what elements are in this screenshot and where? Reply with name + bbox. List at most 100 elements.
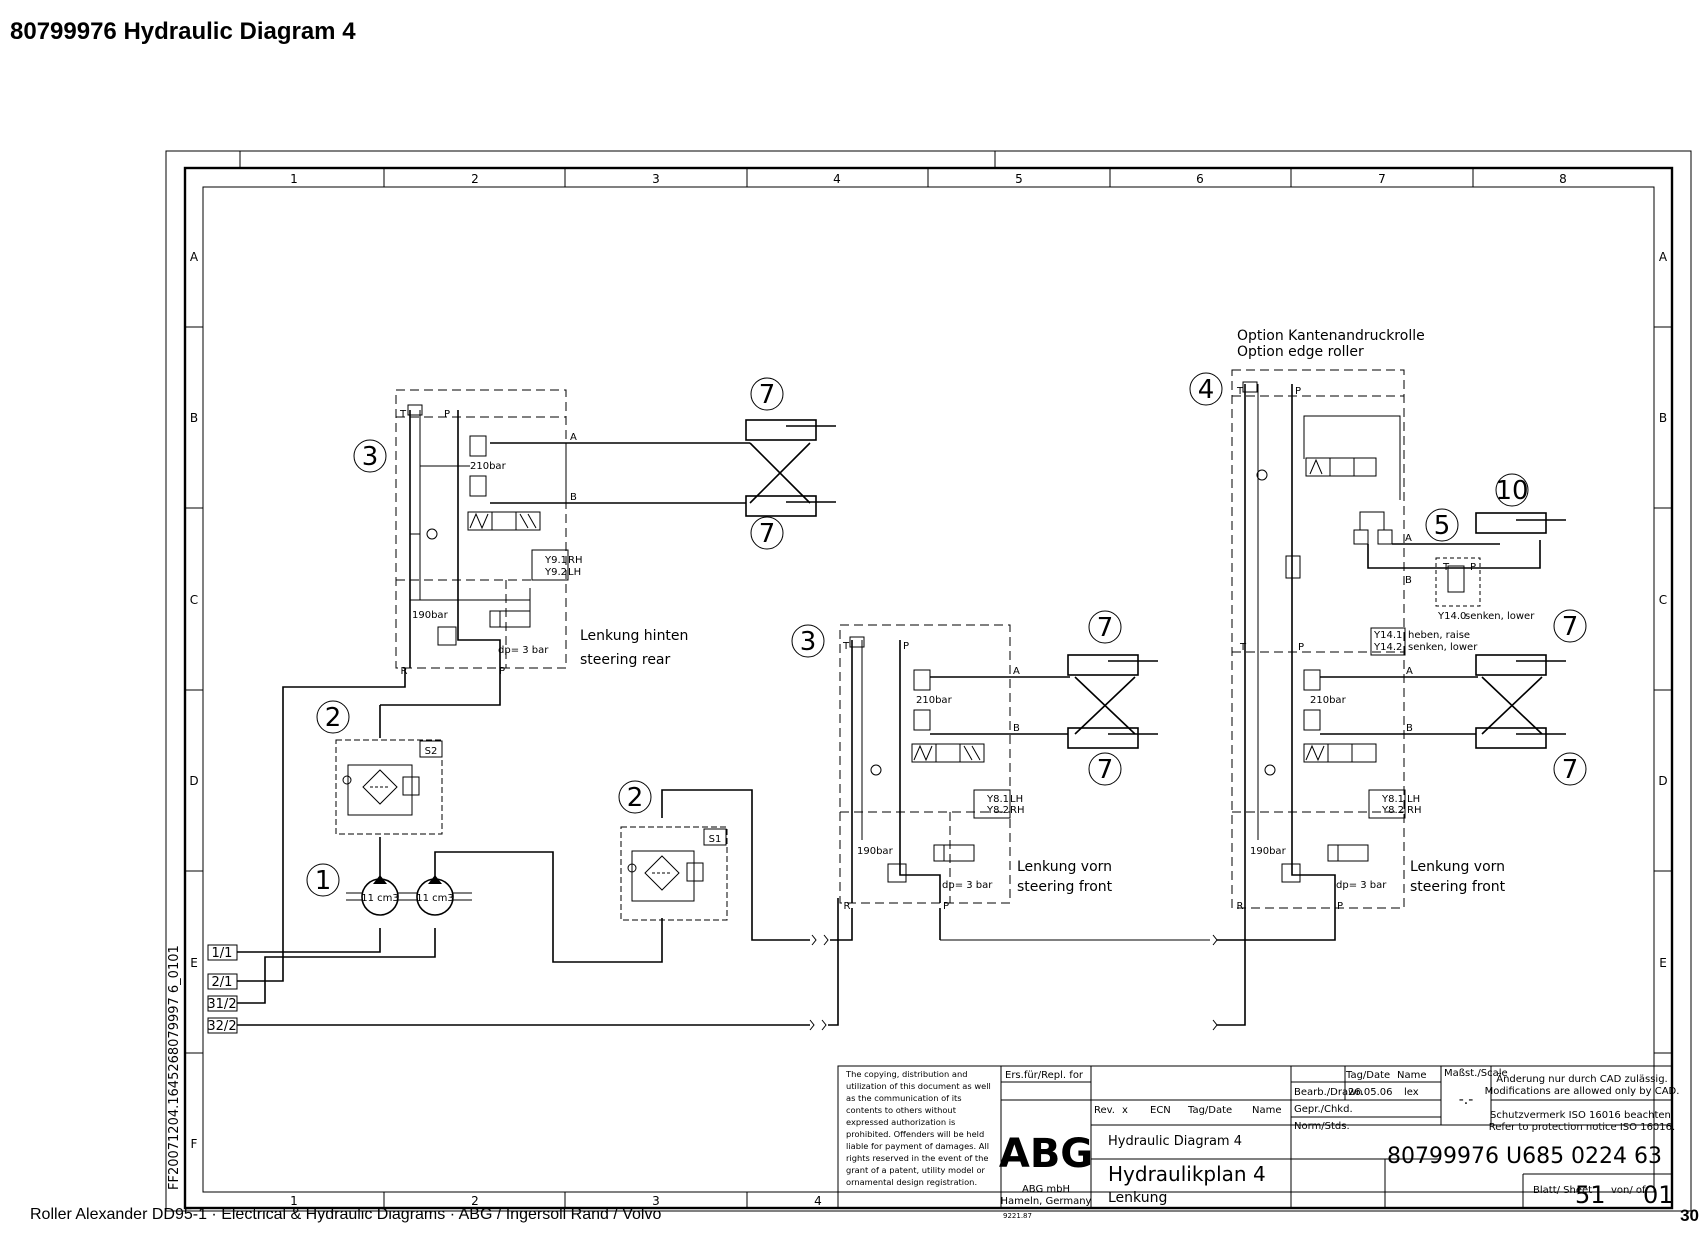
solenoid-text: heben, raise (1408, 630, 1470, 641)
filter-s1: 2 S1 (618, 780, 728, 921)
filter-s2: 2 S2 (316, 700, 443, 835)
connector-tags: 1/1 2/1 31/2 32/2 (207, 944, 238, 1034)
valve-label-de: Lenkung hinten (580, 628, 688, 644)
grid-row-label: D (189, 774, 198, 788)
filter-tag: S2 (425, 746, 438, 757)
port-label: P (1470, 562, 1476, 573)
filter-tag: S1 (709, 834, 722, 845)
rev-header: Rev. (1094, 1105, 1115, 1116)
port-label: P (903, 641, 909, 652)
component-number: 7 (759, 380, 776, 410)
sheet-value: 51 (1575, 1181, 1606, 1209)
valve-label-de: Lenkung vorn (1410, 859, 1505, 875)
scale-header: Maßst./Scale (1444, 1068, 1508, 1079)
solenoid-label: Y8.1 (1381, 794, 1404, 805)
option-label-en: Option edge roller (1237, 344, 1364, 360)
connector-label: 2/1 (212, 975, 233, 990)
grid-col-label: 2 (471, 172, 479, 186)
checked-label: Gepr./Chkd. (1294, 1104, 1353, 1115)
solenoid-label: Y9.2 (544, 567, 567, 578)
norm-label: Norm/Stds. (1294, 1121, 1350, 1132)
grid-col-label: 7 (1378, 172, 1386, 186)
grid-row-label: F (191, 1137, 198, 1151)
component-number: 3 (800, 627, 817, 657)
company-logo: ABG (999, 1131, 1093, 1177)
solenoid-label: Y14.1 (1373, 630, 1402, 641)
port-label: B (570, 492, 577, 503)
port-label: A (1406, 666, 1413, 677)
valve-label-en: steering front (1017, 879, 1113, 895)
solenoid-label: Y14.2 (1373, 642, 1402, 653)
grid-col-label: 4 (814, 1194, 822, 1208)
front-cylinders: 7 7 (1067, 610, 1158, 786)
relief-pressure: 210bar (916, 695, 953, 706)
date-header: Tag/Date (1345, 1070, 1390, 1081)
grid-col-label: 1 (290, 1194, 298, 1208)
drawing-subtitle: Lenkung (1108, 1190, 1167, 1206)
option-valve-block: Option Kantenandruckrolle Option edge ro… (1189, 328, 1566, 912)
component-number: 4 (1198, 375, 1215, 405)
port-label: P (499, 666, 505, 677)
component-number: 7 (1562, 612, 1579, 642)
pump-displacement: 11 cm3 (416, 893, 454, 904)
drawing-title-en: Hydraulic Diagram 4 (1108, 1134, 1242, 1149)
port-label: P (1337, 901, 1343, 912)
grid-row-label: B (190, 411, 198, 425)
connector-label: 31/2 (207, 997, 236, 1012)
solenoid-text: senken, lower (1465, 611, 1535, 622)
rev-header: Name (1252, 1105, 1282, 1116)
page-title: 80799976 Hydraulic Diagram 4 (10, 18, 356, 45)
solenoid-label: Y8.2 (1381, 805, 1404, 816)
cad-notice-en: Modifications are allowed only by CAD. (1485, 1086, 1680, 1097)
grid-col-label: 3 (652, 1194, 660, 1208)
component-number: 2 (325, 703, 342, 733)
port-label: P (943, 901, 949, 912)
rear-cylinders: 7 7 (745, 377, 836, 550)
solenoid-side: RH (1407, 805, 1421, 816)
scale-value: -.- (1459, 1092, 1474, 1108)
iso-notice-en: Refer to protection notice ISO 16016. (1489, 1122, 1675, 1133)
rev-header: Tag/Date (1187, 1105, 1232, 1116)
component-number: 1 (315, 866, 332, 896)
grid-col-label: 8 (1559, 172, 1567, 186)
component-number: 5 (1434, 511, 1451, 541)
valve-label-en: steering rear (580, 652, 671, 668)
option-cylinders: 7 7 (1475, 609, 1587, 786)
grid-row-label: C (190, 593, 198, 607)
port-label: B (1013, 723, 1020, 734)
grid-row-label: E (190, 956, 198, 970)
relief-pressure: 210bar (470, 461, 507, 472)
front-valve-block: 3 T P A B 210bar Y8.1 LH Y8.2 RH 190bar … (791, 624, 1113, 912)
grid-col-label: 3 (652, 172, 660, 186)
valve-label-en: steering front (1410, 879, 1506, 895)
drawn-label: Bearb./Drawn (1294, 1087, 1363, 1098)
grid-col-label: 2 (471, 1194, 479, 1208)
solenoid-side: LH (1407, 794, 1420, 805)
port-label: R (1237, 901, 1244, 912)
grid-row-label: E (1659, 956, 1667, 970)
dp-label: dp= 3 bar (942, 880, 993, 891)
grid-row-label: A (190, 250, 199, 264)
rev-header: ECN (1150, 1105, 1171, 1116)
component-number: 3 (362, 442, 379, 472)
solenoid-label: Y8.1 (986, 794, 1009, 805)
name-header: Name (1397, 1070, 1427, 1081)
grid-col-label: 1 (290, 172, 298, 186)
grid-col-label: 5 (1015, 172, 1023, 186)
component-number: 7 (1097, 755, 1114, 785)
rev-header: x (1122, 1105, 1128, 1116)
solenoid-label: Y14.0 (1437, 611, 1466, 622)
port-label: B (1406, 723, 1413, 734)
port-label: T (842, 641, 850, 652)
grid-row-label: A (1659, 250, 1668, 264)
solenoid-side: RH (1010, 805, 1024, 816)
port-label: B (1405, 575, 1412, 586)
document-number: 80799976 U685 0224 63 (1387, 1144, 1662, 1169)
copyright-notice: The copying, distribution and utilizatio… (846, 1069, 991, 1187)
grid-row-label: C (1659, 593, 1667, 607)
component-number: 7 (1097, 613, 1114, 643)
component-number: 7 (1562, 755, 1579, 785)
dp-label: dp= 3 bar (1336, 880, 1387, 891)
pipework (237, 668, 1336, 1031)
port-label: R (401, 666, 408, 677)
